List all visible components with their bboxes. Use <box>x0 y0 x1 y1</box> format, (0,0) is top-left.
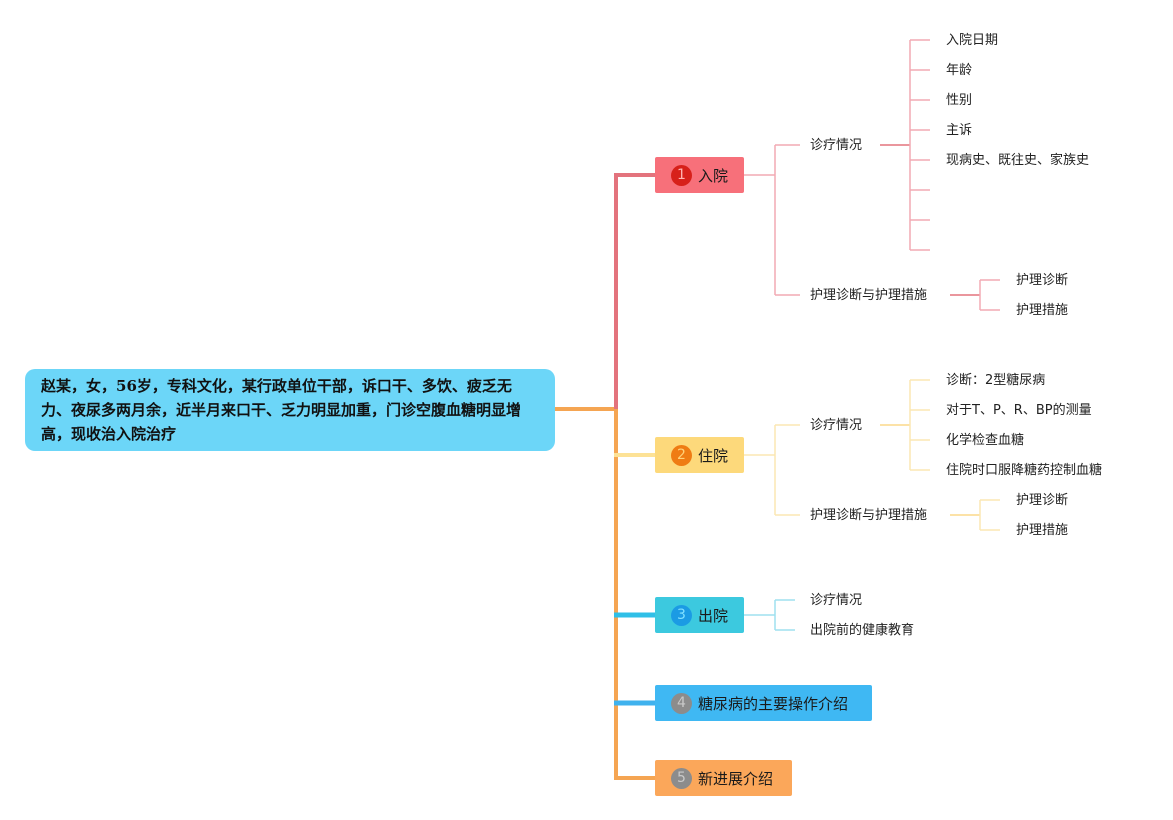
branch-label: 糖尿病的主要操作介绍 <box>698 694 849 713</box>
leaf-vitals-measurement[interactable]: 对于T、P、R、BP的测量 <box>946 403 1092 418</box>
leaf-nursing-measures[interactable]: 护理措施 <box>1016 303 1069 318</box>
leaf-nursing-diagnosis[interactable]: 护理诊断 <box>1016 273 1069 288</box>
number-badge-3: 3 <box>671 604 692 626</box>
number-badge-1: 1 <box>671 164 692 186</box>
branch-hospitalization[interactable]: 2 住院 <box>655 437 744 473</box>
branch-label: 入院 <box>698 166 729 185</box>
number-badge-5: 5 <box>671 767 692 789</box>
leaf-medical-history[interactable]: 现病史、既往史、家族史 <box>946 153 1090 168</box>
leaf-gender[interactable]: 性别 <box>946 93 973 108</box>
branch-admission[interactable]: 1 入院 <box>655 157 744 193</box>
leaf-blood-glucose-test[interactable]: 化学检查血糖 <box>946 433 1025 448</box>
branch-label: 新进展介绍 <box>698 769 774 788</box>
central-topic-text: 赵某，女，56岁，专科文化，某行政单位干部，诉口干、多饮、疲乏无力、夜尿多两月余… <box>41 377 522 443</box>
branch-label: 住院 <box>698 446 729 465</box>
subtopic-nursing[interactable]: 护理诊断与护理措施 <box>810 288 928 303</box>
leaf-diagnosis-type2[interactable]: 诊断：2型糖尿病 <box>946 373 1046 388</box>
subtopic-nursing[interactable]: 护理诊断与护理措施 <box>810 508 928 523</box>
leaf-oral-medication[interactable]: 住院时口服降糖药控制血糖 <box>946 463 1103 478</box>
leaf-chief-complaint[interactable]: 主诉 <box>946 123 973 138</box>
number-badge-4: 4 <box>671 692 692 714</box>
subtopic-health-education[interactable]: 出院前的健康教育 <box>810 623 915 638</box>
leaf-nursing-measures[interactable]: 护理措施 <box>1016 523 1069 538</box>
branch-diabetes-operations[interactable]: 4 糖尿病的主要操作介绍 <box>655 685 872 721</box>
branch-new-progress[interactable]: 5 新进展介绍 <box>655 760 792 796</box>
central-topic[interactable]: 赵某，女，56岁，专科文化，某行政单位干部，诉口干、多饮、疲乏无力、夜尿多两月余… <box>25 369 555 451</box>
branch-label: 出院 <box>698 606 729 625</box>
leaf-age[interactable]: 年龄 <box>946 63 973 78</box>
leaf-nursing-diagnosis[interactable]: 护理诊断 <box>1016 493 1069 508</box>
subtopic-diagnosis-treatment[interactable]: 诊疗情况 <box>810 593 863 608</box>
leaf-admission-date[interactable]: 入院日期 <box>946 33 999 48</box>
number-badge-2: 2 <box>671 444 692 466</box>
subtopic-diagnosis-treatment[interactable]: 诊疗情况 <box>810 418 863 433</box>
branch-discharge[interactable]: 3 出院 <box>655 597 744 633</box>
subtopic-diagnosis-treatment[interactable]: 诊疗情况 <box>810 138 863 153</box>
